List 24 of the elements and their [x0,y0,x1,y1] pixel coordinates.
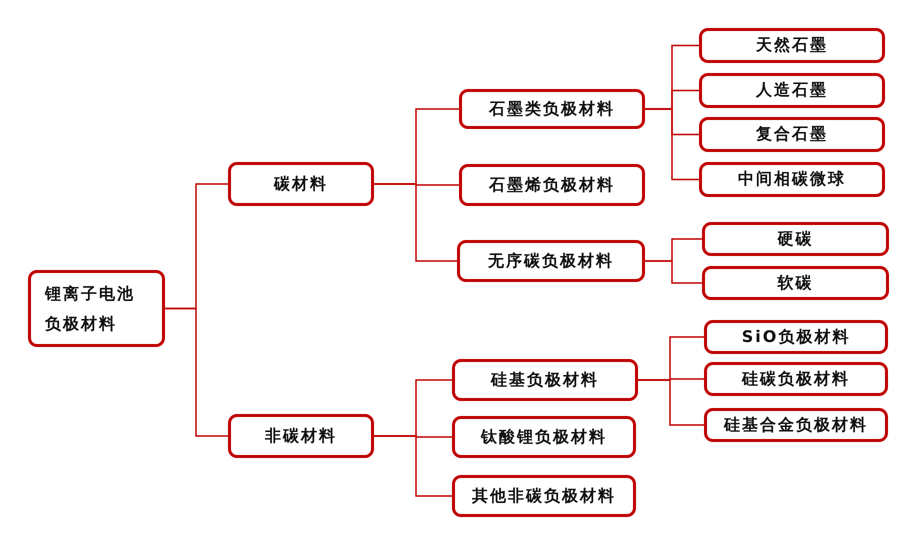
category-box: 石墨烯负极材料 [459,164,645,206]
connector-line [645,108,699,180]
category-box: 其他非碳负极材料 [452,475,636,517]
category-box: 硬碳 [702,222,889,256]
category-box: 钛酸锂负极材料 [452,416,636,458]
category-box: 石墨类负极材料 [459,89,645,129]
category-box: 软碳 [702,266,889,300]
category-box: 天然石墨 [699,28,885,63]
category-box: 中间相碳微球 [699,162,885,197]
category-box: 人造石墨 [699,73,885,108]
connector-line [638,379,704,426]
category-box: 无序碳负极材料 [457,240,645,282]
connector-line [374,183,457,262]
connector-line [374,435,452,497]
category-box: 碳材料 [228,162,374,206]
category-box: 硅基负极材料 [452,359,638,401]
connector-line [645,260,702,284]
category-box: SiO负极材料 [704,320,888,354]
connector-line [165,308,228,437]
category-box: 非碳材料 [228,414,374,458]
category-box: 复合石墨 [699,117,885,152]
category-box: 硅碳负极材料 [704,362,888,396]
category-box: 硅基合金负极材料 [704,408,888,442]
category-box: 锂离子电池负极材料 [28,270,165,347]
